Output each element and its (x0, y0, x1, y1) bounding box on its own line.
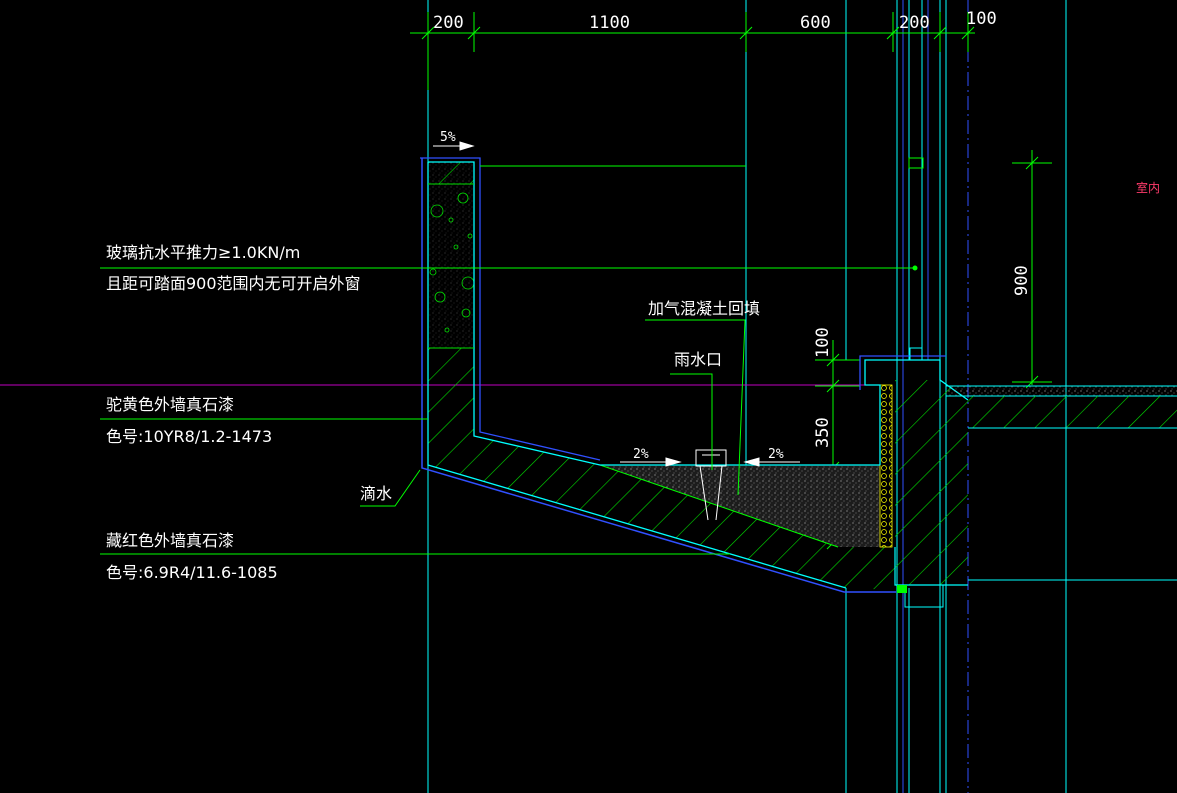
dim-100-vertical: 100 (813, 327, 833, 358)
dim-600: 600 (800, 13, 831, 33)
glass-note-line1: 玻璃抗水平推力≥1.0KN/m (106, 243, 300, 262)
red-paint-label: 藏红色外墙真石漆 (106, 531, 234, 550)
interior-floor-slab (946, 385, 1177, 429)
slope-5-percent: 5% (440, 130, 456, 145)
drip-label: 滴水 (360, 484, 392, 503)
dim-900: 900 (1012, 265, 1032, 296)
rain-outlet-label: 雨水口 (674, 350, 722, 369)
room-label: 室内 (1136, 180, 1160, 195)
slope-2-percent-right: 2% (768, 447, 784, 462)
glass-note-line2: 且距可踏面900范围内无可开启外窗 (106, 274, 361, 293)
dim-200-right: 200 (899, 13, 930, 33)
yellow-paint-code: 色号:10YR8/1.2-1473 (106, 427, 272, 446)
dim-200-left: 200 (433, 13, 464, 33)
red-paint-code: 色号:6.9R4/11.6-1085 (106, 563, 278, 582)
aerated-concrete-label: 加气混凝土回填 (648, 299, 760, 318)
yellow-paint-label: 驼黄色外墙真石漆 (106, 395, 234, 414)
vertical-dimension-900 (1012, 150, 1052, 389)
gutter-section (420, 157, 969, 608)
rain-outlet-icon (695, 449, 727, 521)
dim-350: 350 (813, 417, 833, 448)
leader-lines (100, 165, 918, 555)
slope-arrow-icon (433, 141, 800, 467)
dim-100: 100 (966, 9, 997, 29)
aggregate-circles (429, 192, 475, 333)
glass-clamp-top (908, 157, 924, 169)
slope-2-percent-left: 2% (633, 447, 649, 462)
glass-clamp-bottom (909, 347, 923, 361)
top-dimension-chain (410, 12, 975, 90)
dim-1100: 1100 (589, 13, 630, 33)
